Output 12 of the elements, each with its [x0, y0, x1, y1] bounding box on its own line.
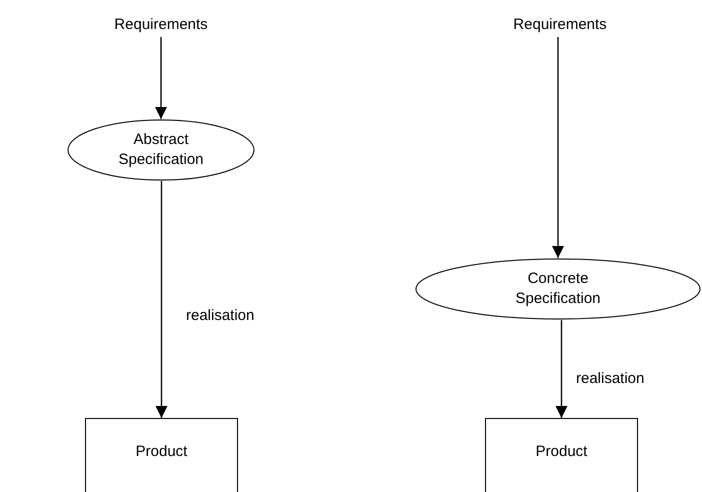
input-label: Requirements: [114, 15, 208, 35]
process-box: [85, 418, 238, 492]
node-label: Product: [136, 442, 188, 462]
process-box: [485, 418, 638, 492]
arrow: [552, 37, 564, 258]
node-label: Abstract Specification: [117, 130, 205, 170]
input-label: Requirements: [513, 15, 607, 35]
arrow: [156, 181, 168, 418]
node-label: Concrete Specification: [514, 269, 602, 309]
arrow: [155, 37, 167, 119]
node-label: Product: [536, 442, 588, 462]
arrow: [556, 320, 568, 418]
